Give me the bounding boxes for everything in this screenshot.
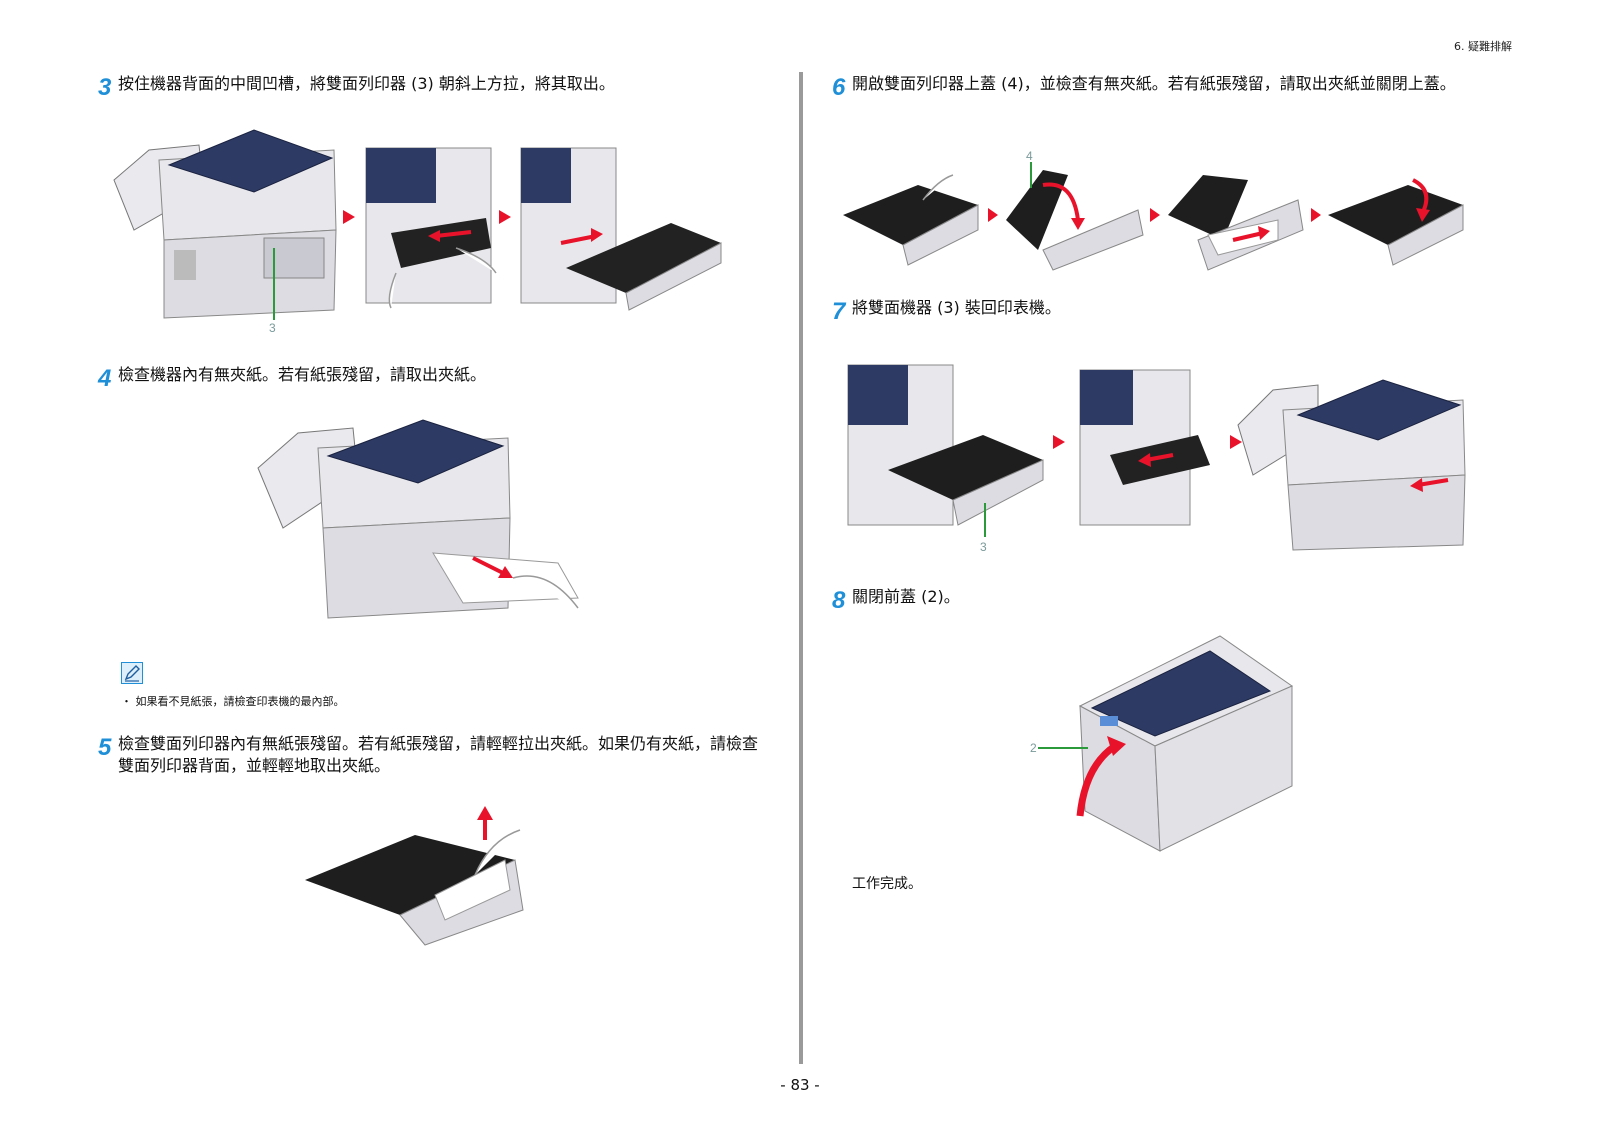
printer-paper-jam-illustration — [257, 419, 579, 619]
step-4: 4 檢查機器內有無夾紙。若有紙張殘留，請取出夾紙。 — [98, 364, 778, 392]
step-text: 檢查雙面列印器內有無紙張殘留。若有紙張殘留，請輕輕拉出夾紙。如果仍有夾紙，請檢查… — [118, 734, 759, 775]
section-header: 6. 疑難排解 — [1454, 40, 1512, 53]
step-7-figure-reinsert-duplex: 3 — [847, 364, 1498, 565]
step-5-figure-duplex-paper — [305, 800, 535, 950]
reinsert-duplex-sequence-illustration: 3 — [847, 364, 1466, 554]
step-text: 按住機器背面的中間凹槽，將雙面列印器 (3) 朝斜上方拉，將其取出。 — [118, 74, 615, 93]
step-6: 6 開啟雙面列印器上蓋 (4)，並檢查有無夾紙。若有紙張殘留，請取出夾紙並關閉上… — [832, 73, 1512, 101]
duplex-unit-paper-illustration — [305, 806, 524, 946]
step-number: 8 — [832, 587, 846, 614]
step-5: 5 檢查雙面列印器內有無紙張殘留。若有紙張殘留，請輕輕拉出夾紙。如果仍有夾紙，請… — [98, 733, 778, 777]
step-3: 3 按住機器背面的中間凹槽，將雙面列印器 (3) 朝斜上方拉，將其取出。 — [98, 73, 778, 101]
callout-label: 3 — [269, 321, 276, 335]
step-4-figure-remove-paper — [257, 408, 588, 638]
step-arrow-icon — [499, 210, 513, 224]
step-3-figure-remove-duplex: 3 — [104, 120, 339, 340]
printer-pull-duplex-illustration — [365, 147, 497, 309]
step-3-figure-duplex-removed — [520, 147, 722, 311]
printer-rear-illustration: 3 — [113, 129, 337, 335]
page-number: - 83 - — [780, 1076, 820, 1094]
step-text: 關閉前蓋 (2)。 — [852, 587, 960, 606]
step-number: 7 — [832, 298, 846, 325]
step-text: 檢查機器內有無夾紙。若有紙張殘留，請取出夾紙。 — [118, 365, 487, 384]
step-8-figure-close-front-cover: 2 — [1030, 635, 1310, 861]
step-number: 6 — [832, 74, 846, 101]
step-arrow-icon — [343, 210, 357, 224]
step-7: 7 將雙面機器 (3) 裝回印表機。 — [832, 297, 1512, 325]
callout-label: 3 — [980, 540, 987, 554]
printer-front-illustration: 2 — [1030, 635, 1294, 852]
note-text: ・ 如果看不見紙張，請檢查印表機的最內部。 — [121, 695, 345, 708]
callout-label: 2 — [1030, 741, 1037, 755]
step-3-figure-pull-duplex — [365, 147, 501, 309]
step-text: 開啟雙面列印器上蓋 (4)，並檢查有無夾紙。若有紙張殘留，請取出夾紙並關閉上蓋。 — [852, 74, 1456, 93]
duplex-removed-illustration — [520, 147, 722, 311]
step-number: 4 — [98, 365, 112, 392]
step-text: 將雙面機器 (3) 裝回印表機。 — [852, 298, 1061, 317]
step-number: 5 — [98, 734, 112, 761]
completion-text: 工作完成。 — [852, 876, 922, 892]
step-8: 8 關閉前蓋 (2)。 — [832, 586, 1512, 614]
column-divider — [799, 72, 803, 1064]
duplex-cover-sequence-illustration: 4 — [843, 149, 1464, 271]
step-6-figure-open-cover: 4 — [838, 149, 1478, 280]
step-number: 3 — [98, 74, 112, 101]
callout-label: 4 — [1026, 149, 1033, 163]
note-pencil-icon — [121, 662, 143, 684]
